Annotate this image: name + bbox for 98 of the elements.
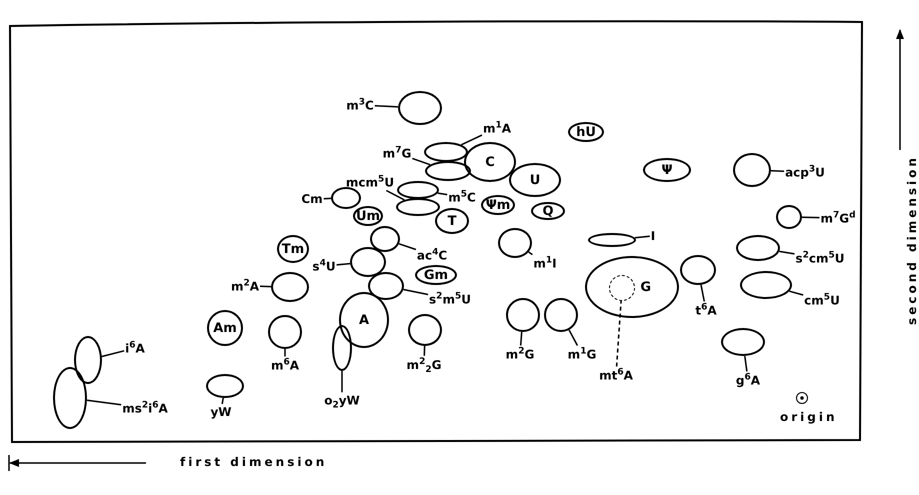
leader-line <box>374 104 398 108</box>
leader-line <box>438 192 448 196</box>
leader-line <box>520 332 522 346</box>
spot <box>776 205 802 229</box>
spot <box>206 374 244 398</box>
spot <box>398 91 442 125</box>
spot-label: i$^{6}$A <box>125 340 145 356</box>
labeled-spot: Ψ <box>643 158 691 182</box>
leader-line <box>802 216 820 218</box>
spot <box>733 153 771 187</box>
spot-label: m$^{7}$G <box>382 146 412 160</box>
origin-mark <box>796 392 808 404</box>
spot-label: m$^{5}$C <box>448 190 476 204</box>
spot <box>424 142 468 162</box>
spot-label: yW <box>210 405 232 419</box>
spot <box>350 247 386 277</box>
labeled-spot: G <box>585 256 679 318</box>
spot-label: m$^{6}$A <box>270 358 300 372</box>
labeled-spot: C <box>464 142 516 182</box>
labeled-spot: Tm <box>277 235 309 263</box>
spot <box>368 272 404 300</box>
spot-label: m$^{1}$G <box>568 346 596 362</box>
spot-label: I <box>650 229 656 243</box>
spot-label: mcm$^{5}$U <box>346 174 394 190</box>
leader-line <box>403 288 428 296</box>
leader-line <box>770 170 784 172</box>
labeled-spot: Q <box>531 202 565 220</box>
spot <box>271 272 309 302</box>
spot <box>736 235 780 261</box>
spot-label: ms$^{2}$i$^{6}$A <box>122 400 168 416</box>
spot <box>588 233 636 247</box>
leader-line <box>528 251 533 256</box>
spot <box>544 298 578 332</box>
spot-label: m$^{2}$$_{2}$G <box>406 356 442 376</box>
spot <box>74 336 102 384</box>
spot-label: m$^{1}$A <box>482 120 512 136</box>
spot <box>408 314 442 346</box>
leader-line <box>568 330 578 346</box>
leader-line <box>700 284 706 302</box>
spot <box>332 325 352 371</box>
leader-line <box>398 243 416 250</box>
spot-label: o$_{2}$yW <box>324 393 360 411</box>
spot <box>53 367 87 429</box>
spot-label: m$^{3}$C <box>346 98 374 112</box>
axis-title: second dimension <box>905 155 919 325</box>
leader-line <box>341 371 343 392</box>
axis-title: first dimension <box>180 455 328 469</box>
leader-line <box>336 262 350 266</box>
labeled-spot: Um <box>353 206 383 226</box>
spot-label: Cm <box>301 192 323 206</box>
leader-line <box>221 398 224 404</box>
labeled-spot: U <box>509 163 561 197</box>
leader-line <box>789 290 804 296</box>
spot-label: cm$^{5}$U <box>804 292 840 308</box>
labeled-spot: T <box>435 208 469 234</box>
spot-label: g$^{6}$A <box>736 372 760 388</box>
spot-label: m$^{2}$G <box>506 346 534 362</box>
spot <box>506 298 540 332</box>
spot <box>370 226 400 252</box>
spot-label: ac$^{4}$C <box>416 248 448 262</box>
spot <box>425 161 471 181</box>
leader-line <box>634 236 650 239</box>
leader-line <box>284 349 286 356</box>
spot <box>740 271 792 299</box>
spot <box>331 187 361 209</box>
spot-label: m$^{2}$A <box>230 278 260 294</box>
origin-label: origin <box>780 410 838 424</box>
spot-label: acp$^{3}$U <box>785 164 825 180</box>
spot-label: mt$^{6}$A <box>599 368 633 382</box>
spot <box>268 315 302 349</box>
spot <box>397 181 439 199</box>
dashed-spot <box>609 275 635 301</box>
leader-line <box>102 350 124 358</box>
leader-line <box>424 346 426 356</box>
leader-line <box>744 356 748 372</box>
spot-label: s$^{2}$m$^{5}$U <box>429 292 471 306</box>
leader-line <box>324 198 332 200</box>
spot-label: s$^{4}$U <box>312 258 336 274</box>
spot-label: m$^{1}$I <box>533 256 557 270</box>
leader-line <box>779 250 795 255</box>
spot <box>498 228 532 258</box>
leader-line <box>260 286 272 288</box>
spot-label: m$^{7}$G$^{d}$ <box>820 210 856 226</box>
leader-line <box>86 400 122 406</box>
leader-line <box>412 158 430 166</box>
leader-line <box>386 190 405 201</box>
spot-label: s$^{2}$cm$^{5}$U <box>795 250 845 266</box>
spot-label: t$^{6}$A <box>695 302 717 318</box>
leader-line <box>616 300 622 367</box>
labeled-spot: A <box>339 292 389 348</box>
spot <box>721 328 765 356</box>
leader-line <box>460 134 482 146</box>
labeled-spot: hU <box>568 122 604 142</box>
labeled-spot: Am <box>207 310 243 346</box>
labeled-spot: Gm <box>415 265 457 285</box>
labeled-spot: Ψm <box>481 195 515 215</box>
spot <box>396 198 440 216</box>
spot <box>680 255 716 285</box>
